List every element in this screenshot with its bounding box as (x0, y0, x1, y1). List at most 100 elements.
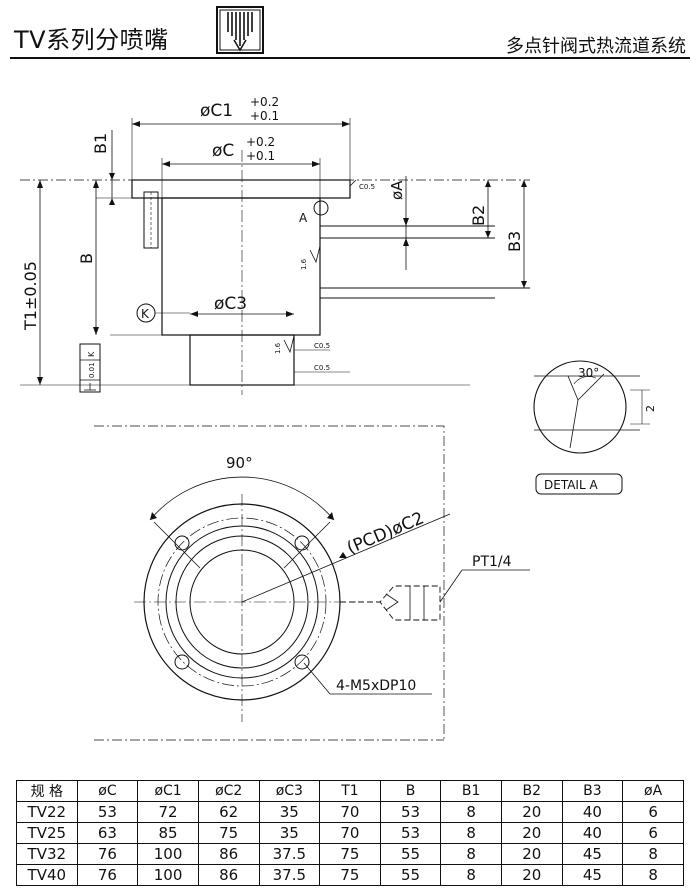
page-header: TV系列分喷嘴 多点针阀式热流道系统 (0, 0, 700, 60)
pt-label: PT1/4 (472, 554, 512, 570)
table-cell: 20 (501, 864, 563, 886)
table-cell: TV25 (16, 822, 78, 844)
technical-drawing: øC1 +0.2 +0.1 øC +0.2 +0.1 øC3 B1 B T1±0… (20, 95, 657, 741)
table-cell: 85 (137, 822, 199, 844)
screws-label: 4-M5xDP10 (336, 678, 416, 694)
table-cell: 45 (561, 843, 624, 865)
table-cell: 20 (501, 843, 563, 865)
table-cell: 37.5 (258, 864, 321, 886)
detail-a-title: DETAIL A (544, 478, 598, 492)
table-cell: 100 (137, 864, 199, 886)
table-cell: 55 (379, 864, 442, 886)
table-cell: 70 (319, 822, 381, 844)
finish-label-1: 1.6 (300, 258, 308, 270)
dim-c1-tol-upper: +0.2 (250, 95, 279, 109)
table-cell: 8 (440, 864, 502, 886)
column-header: øA (622, 780, 684, 802)
datum-k-label: K (141, 307, 150, 321)
table-cell: 6 (622, 801, 684, 823)
table-cell: 72 (137, 801, 199, 823)
dim-c-tol-lower: +0.1 (246, 149, 275, 163)
dim-b1-label: B1 (91, 133, 110, 154)
table-cell: 63 (76, 822, 139, 844)
dim-t1-label: T1±0.05 (21, 261, 40, 331)
column-header: øC3 (258, 780, 321, 802)
table-cell: 8 (622, 843, 684, 865)
column-header: B1 (440, 780, 502, 802)
spec-table-container: 规 格 øC øC1 øC2 øC3 T1 B B1 B2 B3 øA TV22… (16, 780, 684, 886)
flatness-label: 0.01 (88, 362, 96, 378)
table-cell: 76 (76, 864, 139, 886)
detail-a-depth-label: 2 (644, 405, 657, 412)
chamfer-label-3: C0.5 (314, 364, 330, 372)
table-cell: 86 (197, 843, 260, 865)
table-row: TV22 53 72 62 35 70 53 8 20 40 6 (16, 801, 684, 823)
table-cell: 100 (137, 843, 199, 865)
table-cell: 70 (319, 801, 381, 823)
table-cell: 86 (197, 864, 260, 886)
finish-label-2: 1.6 (274, 342, 282, 354)
dim-c1-label: øC1 (200, 101, 233, 121)
chamfer-label-2: C0.5 (314, 342, 330, 350)
section-view (20, 118, 530, 395)
table-cell: 75 (197, 822, 260, 844)
table-cell: TV32 (16, 843, 78, 865)
table-cell: 35 (258, 822, 321, 844)
table-row: TV25 63 85 75 35 70 53 8 20 40 6 (16, 822, 684, 844)
table-cell: 8 (440, 822, 502, 844)
table-cell: 62 (197, 801, 260, 823)
nozzle-logo-icon (216, 6, 264, 54)
table-cell: 8 (440, 843, 502, 865)
chamfer-label-1: C0.5 (359, 183, 375, 191)
dim-c-label: øC (212, 141, 234, 161)
table-cell: 53 (379, 801, 442, 823)
table-cell: 53 (379, 822, 442, 844)
dim-b2-label: B2 (469, 205, 488, 226)
detail-a-angle-label: 30° (578, 366, 599, 380)
column-header: 规 格 (16, 780, 78, 802)
page-title: TV系列分喷嘴 (14, 26, 169, 54)
top-view (94, 425, 530, 741)
spec-table: 规 格 øC øC1 øC2 øC3 T1 B B1 B2 B3 øA TV22… (16, 780, 684, 886)
pcd-label: (PCD)øC2 (344, 508, 427, 558)
table-cell: 53 (76, 801, 139, 823)
table-cell: 35 (258, 801, 321, 823)
column-header: B3 (561, 780, 624, 802)
table-cell: 40 (561, 801, 624, 823)
table-cell: 20 (501, 801, 563, 823)
column-header: øC1 (137, 780, 199, 802)
table-cell: TV22 (16, 801, 78, 823)
dim-c3-label: øC3 (214, 294, 247, 314)
table-cell: 37.5 (258, 843, 321, 865)
table-cell: 8 (440, 801, 502, 823)
header-divider (10, 57, 690, 59)
column-header: B2 (501, 780, 563, 802)
column-header: øC2 (197, 780, 260, 802)
table-cell: 6 (622, 822, 684, 844)
table-cell: TV40 (16, 864, 78, 886)
dim-c1-tol-lower: +0.1 (250, 109, 279, 123)
column-header: T1 (319, 780, 381, 802)
detail-a-view (533, 360, 650, 495)
dim-b3-label: B3 (505, 231, 524, 252)
dim-b-label: B (77, 253, 96, 264)
table-cell: 55 (379, 843, 442, 865)
table-cell: 40 (561, 822, 624, 844)
detail-a-marker-label: A (299, 211, 308, 225)
table-cell: 75 (319, 843, 381, 865)
column-header: øC (76, 780, 139, 802)
dim-c-tol-upper: +0.2 (246, 135, 275, 149)
column-header: B (379, 780, 442, 802)
table-cell: 20 (501, 822, 563, 844)
flatness-datum-label: K (87, 351, 96, 357)
table-cell: 76 (76, 843, 139, 865)
table-cell: 75 (319, 864, 381, 886)
table-cell: 8 (622, 864, 684, 886)
table-row: TV40 76 100 86 37.5 75 55 8 20 45 8 (16, 864, 684, 886)
table-header-row: 规 格 øC øC1 øC2 øC3 T1 B B1 B2 B3 øA (16, 780, 684, 802)
dim-a-label: øA (388, 180, 406, 200)
table-row: TV32 76 100 86 37.5 75 55 8 20 45 8 (16, 843, 684, 865)
page-subtitle: 多点针阀式热流道系统 (506, 36, 686, 57)
table-cell: 45 (561, 864, 624, 886)
angle-90-label: 90° (226, 454, 253, 472)
